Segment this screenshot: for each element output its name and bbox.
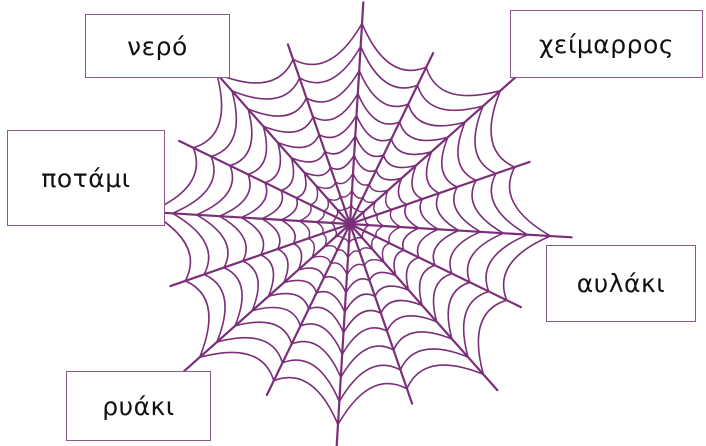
word-box-aulaki: αυλάκι	[546, 245, 696, 322]
word-ruaki: ρυάκι	[102, 392, 175, 421]
word-box-nero: νερό	[85, 14, 230, 78]
word-box-ruaki: ρυάκι	[66, 371, 211, 441]
word-xeimarros: χείμαρρος	[539, 30, 674, 59]
word-nero: νερό	[127, 32, 188, 61]
word-box-xeimarros: χείμαρρος	[510, 10, 703, 78]
word-box-potami: ποτάμι	[7, 130, 165, 226]
word-aulaki: αυλάκι	[577, 269, 665, 298]
word-potami: ποτάμι	[41, 164, 130, 193]
